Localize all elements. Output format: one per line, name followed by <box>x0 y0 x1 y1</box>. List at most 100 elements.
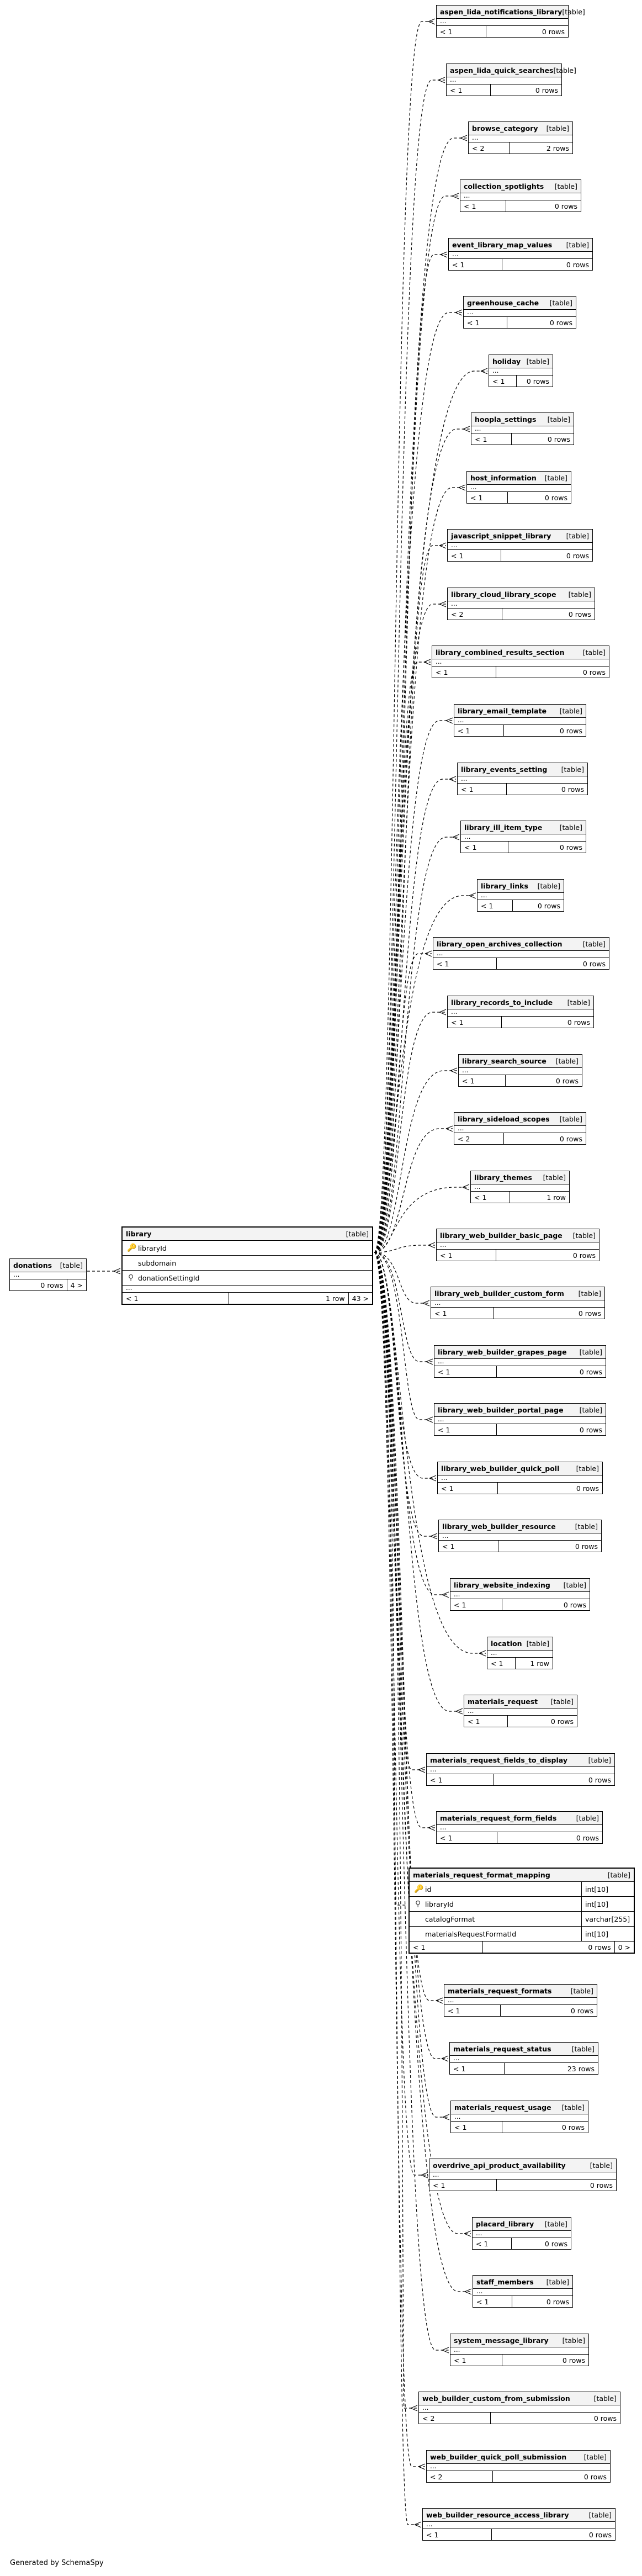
column-row[interactable]: 🔑libraryId <box>123 1241 372 1256</box>
table-library-web-builder-portal-page[interactable]: library_web_builder_portal_page[table]..… <box>434 1403 606 1436</box>
table-dots: ... <box>471 1183 569 1192</box>
parents-count: < 2 <box>458 1134 470 1143</box>
row-count: 0 rows <box>491 2529 615 2540</box>
parents-count: < 1 <box>451 551 464 560</box>
table-type: [table] <box>546 2278 569 2286</box>
table-web-builder-resource-access-library[interactable]: web_builder_resource_access_library[tabl… <box>422 2508 616 2541</box>
table-header: materials_request_status[table] <box>450 2043 598 2056</box>
table-dots: ... <box>487 1649 553 1658</box>
table-dots: ... <box>123 1284 372 1293</box>
row-count: 0 rows <box>506 200 581 211</box>
table-library-web-builder-grapes-page[interactable]: library_web_builder_grapes_page[table]..… <box>434 1345 606 1378</box>
crowfoot-marker <box>442 2114 450 2120</box>
crowfoot-marker <box>438 77 445 83</box>
table-library-web-builder-resource[interactable]: library_web_builder_resource[table]...< … <box>438 1520 602 1552</box>
row-count: 0 rows <box>505 1075 582 1086</box>
table-web-builder-quick-poll-submission[interactable]: web_builder_quick_poll_submission[table]… <box>426 2450 611 2483</box>
table-donations[interactable]: donations[table] ... 0 rows 4 > <box>9 1258 87 1291</box>
relationship-line <box>374 80 445 1253</box>
table-library-cloud-library-scope[interactable]: library_cloud_library_scope[table]...< 2… <box>447 588 595 620</box>
row-count: 0 rows <box>511 433 574 445</box>
parents-count: < 1 <box>440 1833 453 1842</box>
table-materials-request-format-mapping[interactable]: materials_request_format_mapping[table] … <box>408 1868 635 1954</box>
table-library[interactable]: library[table] 🔑libraryId subdomain ⚲don… <box>121 1226 373 1305</box>
table-dots: ... <box>473 2230 571 2238</box>
parents-count: < 1 <box>430 1775 443 1784</box>
table-library-web-builder-quick-poll[interactable]: library_web_builder_quick_poll[table]...… <box>437 1462 603 1494</box>
table-library-web-builder-basic-page[interactable]: library_web_builder_basic_page[table]...… <box>436 1229 599 1261</box>
crowfoot-marker <box>421 2172 428 2178</box>
table-dots: ... <box>423 2521 615 2529</box>
table-aspen-lida-notifications-library[interactable]: aspen_lida_notifications_library[table].… <box>436 5 585 38</box>
table-type: [table] <box>547 415 570 424</box>
table-library-web-builder-custom-form[interactable]: library_web_builder_custom_form[table]..… <box>431 1287 605 1319</box>
parents-count: < 1 <box>454 2356 466 2365</box>
crowfoot-marker <box>479 1650 486 1657</box>
table-header: library_events_setting[table] <box>458 763 587 776</box>
column-row[interactable]: ⚲donationSettingId <box>123 1271 372 1286</box>
table-library-combined-results-section[interactable]: library_combined_results_section[table].… <box>432 646 609 678</box>
crowfoot-marker <box>445 1125 453 1132</box>
table-name: materials_request_format_mapping <box>413 1871 550 1879</box>
crowfoot-marker <box>426 1358 433 1365</box>
row-count: 0 rows <box>502 2355 588 2366</box>
table-name: web_builder_quick_poll_submission <box>430 2453 567 2461</box>
table-web-builder-custom-from-submission[interactable]: web_builder_custom_from_submission[table… <box>418 2392 620 2424</box>
table-name: library_combined_results_section <box>436 648 565 657</box>
row-count: 0 rows <box>496 1424 606 1435</box>
crowfoot-marker <box>469 892 476 899</box>
parents-count: < 1 <box>468 1717 480 1726</box>
column-name: libraryId <box>138 1244 167 1252</box>
parents-count: < 1 <box>458 726 470 735</box>
table-materials-request-fields-to-display[interactable]: materials_request_fields_to_display[tabl… <box>426 1753 615 1786</box>
table-materials-request-form-fields[interactable]: materials_request_form_fields[table]...<… <box>436 1811 603 1844</box>
table-type: [table] <box>546 124 569 133</box>
column-type: int[10] <box>581 1897 634 1911</box>
table-overdrive-api-product-availability[interactable]: overdrive_api_product_availability[table… <box>429 2159 617 2191</box>
table-dots: ... <box>477 892 564 900</box>
table-header: web_builder_custom_from_submission[table… <box>419 2392 620 2405</box>
table-library-open-archives-collection[interactable]: library_open_archives_collection[table].… <box>433 937 609 970</box>
relationship-line <box>374 662 431 1253</box>
table-name: system_message_library <box>454 2336 549 2345</box>
table-dots: ... <box>429 2171 616 2180</box>
column-row[interactable]: subdomain <box>123 1256 372 1271</box>
table-header: host_information[table] <box>467 472 571 485</box>
